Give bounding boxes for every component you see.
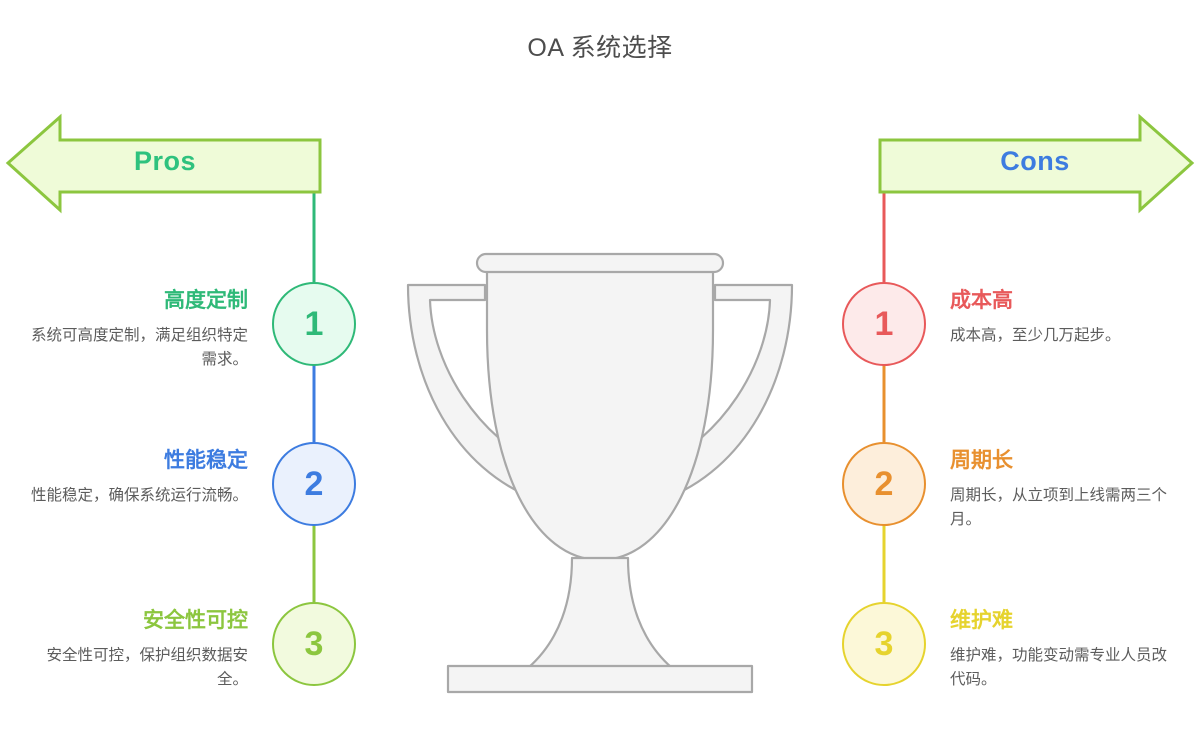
pros-node-3[interactable]: 3 xyxy=(272,602,356,686)
pros-item-1-heading: 高度定制 xyxy=(164,289,248,312)
cons-item-3: 维护难 维护难，功能变动需专业人员改代码。 xyxy=(950,608,1180,692)
pros-item-3: 安全性可控 安全性可控，保护组织数据安全。 xyxy=(18,608,248,692)
page-title: OA 系统选择 xyxy=(527,34,673,62)
cons-item-2: 周期长 周期长，从立项到上线需两三个月。 xyxy=(950,448,1180,532)
cons-item-2-heading: 周期长 xyxy=(950,449,1013,472)
pros-item-2: 性能稳定 性能稳定，确保系统运行流畅。 xyxy=(18,448,248,508)
cons-node-3[interactable]: 3 xyxy=(842,602,926,686)
cons-item-1-heading: 成本高 xyxy=(950,289,1013,312)
cons-node-1[interactable]: 1 xyxy=(842,282,926,366)
pros-arrow-label: Pros xyxy=(133,146,197,176)
cons-item-3-description: 维护难，功能变动需专业人员改代码。 xyxy=(950,647,1168,689)
pros-item-1: 高度定制 系统可高度定制，满足组织特定需求。 xyxy=(18,288,248,372)
pros-item-2-description: 性能稳定，确保系统运行流畅。 xyxy=(30,487,248,505)
cons-node-2[interactable]: 2 xyxy=(842,442,926,526)
pros-node-2[interactable]: 2 xyxy=(272,442,356,526)
pros-item-1-description: 系统可高度定制，满足组织特定需求。 xyxy=(30,327,248,369)
pros-item-2-heading: 性能稳定 xyxy=(164,449,248,472)
cons-item-1: 成本高 成本高，至少几万起步。 xyxy=(950,288,1180,348)
pros-node-1[interactable]: 1 xyxy=(272,282,356,366)
cons-arrow-label: Cons xyxy=(1000,146,1070,176)
cons-item-2-description: 周期长，从立项到上线需两三个月。 xyxy=(950,487,1168,529)
pros-item-3-description: 安全性可控，保护组织数据安全。 xyxy=(46,647,248,689)
pros-item-3-heading: 安全性可控 xyxy=(143,609,248,632)
trophy-icon xyxy=(406,252,794,694)
cons-item-3-heading: 维护难 xyxy=(950,609,1013,632)
cons-item-1-description: 成本高，至少几万起步。 xyxy=(950,327,1121,345)
